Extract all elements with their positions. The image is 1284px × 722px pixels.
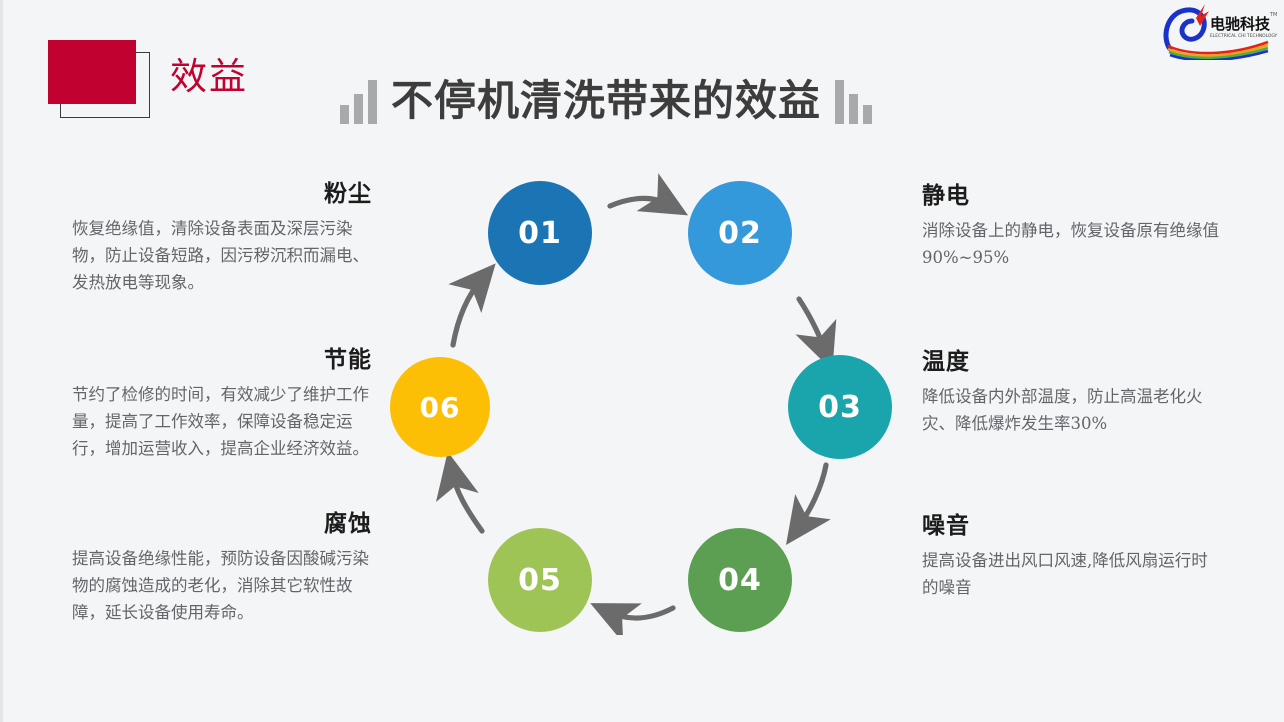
benefit-block-dust: 粉尘 恢复绝缘值，清除设备表面及深层污染物，防止设备短路，因污秽沉积而漏电、发热… (72, 181, 372, 296)
svg-text:TM: TM (1269, 12, 1277, 18)
arrow-01-to-02 (607, 173, 689, 216)
benefit-heading: 腐蚀 (324, 511, 372, 537)
benefit-block-noise: 噪音 提高设备进出风口风速,降低风扇运行时的噪音 (922, 513, 1222, 602)
logo-artwork: 电驰科技 ELECTRICAL CHI TECHNOLOGY TM (1163, 4, 1278, 62)
page-title: 不停机清洗带来的效益 (391, 76, 822, 125)
bar-chart-right-icon (835, 80, 873, 124)
cycle-node-03[interactable]: 03 (788, 355, 892, 459)
arrow-05-to-06 (435, 451, 485, 534)
cycle-arrows (435, 173, 837, 635)
cycle-node-06[interactable]: 06 (390, 357, 490, 457)
section-badge (48, 40, 152, 118)
benefit-body: 恢复绝缘值，清除设备表面及深层污染物，防止设备短路，因污秽沉积而漏电、发热放电等… (72, 219, 369, 292)
benefit-block-corrosion: 腐蚀 提高设备绝缘性能，预防设备因酸碱污染物的腐蚀造成的老化，消除其它软性故障，… (72, 511, 372, 626)
page-title-row: 不停机清洗带来的效益 (340, 66, 873, 125)
benefit-body: 节约了检修的时间，有效减少了维护工作量，提高了工作效率，保障设备稳定运行，增加运… (72, 385, 369, 458)
cycle-node-02[interactable]: 02 (688, 181, 792, 285)
section-badge-label: 效益 (170, 55, 248, 98)
benefit-body: 提高设备绝缘性能，预防设备因酸碱污染物的腐蚀造成的老化，消除其它软性故障，延长设… (72, 549, 369, 622)
svg-text:ELECTRICAL CHI TECHNOLOGY: ELECTRICAL CHI TECHNOLOGY (1210, 33, 1278, 39)
benefit-block-static: 静电 消除设备上的静电，恢复设备原有绝缘值90%~95% (922, 183, 1222, 272)
svg-text:电驰科技: 电驰科技 (1210, 15, 1271, 33)
benefit-heading: 噪音 (922, 513, 970, 539)
benefit-block-energy-saving: 节能 节约了检修的时间，有效减少了维护工作量，提高了工作效率，保障设备稳定运行，… (72, 347, 372, 462)
benefit-heading: 粉尘 (324, 181, 372, 207)
badge-red-square (48, 40, 136, 104)
process-cycle-wheel: 01 02 03 04 05 06 (370, 165, 910, 635)
bar-chart-left-icon (340, 80, 377, 124)
arrow-02-to-03 (795, 296, 837, 371)
benefit-heading: 静电 (922, 183, 970, 209)
arrow-04-to-05 (590, 603, 676, 635)
cycle-node-05[interactable]: 05 (488, 528, 592, 632)
cycle-node-01[interactable]: 01 (488, 181, 592, 285)
benefit-heading: 节能 (324, 347, 372, 373)
benefit-body: 消除设备上的静电，恢复设备原有绝缘值90%~95% (922, 221, 1219, 268)
benefit-heading: 温度 (922, 349, 970, 375)
company-logo: 电驰科技 ELECTRICAL CHI TECHNOLOGY TM (1160, 2, 1278, 62)
arrow-06-to-01 (448, 263, 496, 348)
cycle-node-04[interactable]: 04 (688, 528, 792, 632)
benefit-block-temperature: 温度 降低设备内外部温度，防止高温老化火灾、降低爆炸发生率30% (922, 349, 1222, 438)
arrow-03-to-04 (786, 462, 831, 545)
left-edge-rule (0, 0, 3, 722)
benefit-body: 提高设备进出风口风速,降低风扇运行时的噪音 (922, 551, 1208, 598)
benefit-body: 降低设备内外部温度，防止高温老化火灾、降低爆炸发生率30% (922, 387, 1203, 434)
